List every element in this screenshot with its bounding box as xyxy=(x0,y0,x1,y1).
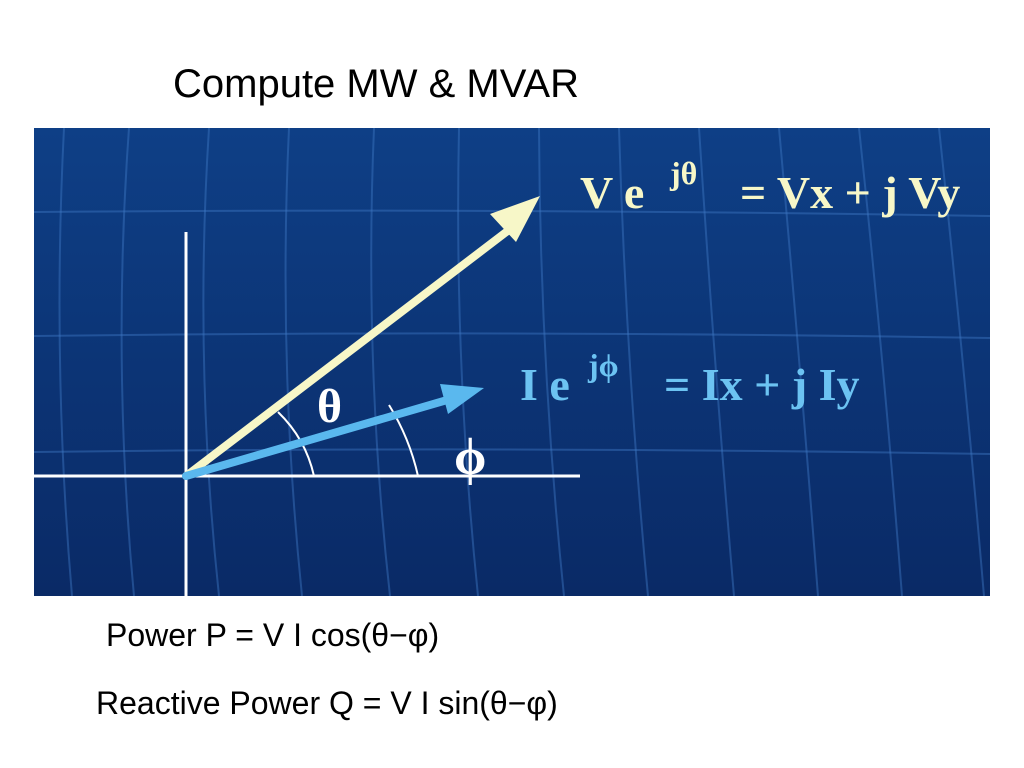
current-phasor-base: I e xyxy=(520,359,570,410)
current-phasor-arrow xyxy=(182,384,484,480)
power-formula: Power P = V I cos(θ−φ) xyxy=(106,617,440,653)
phasor-diagram: θ ϕ V e jθ = Vx + j Vy I e jϕ = Ix + j I… xyxy=(34,128,990,596)
current-phasor-exponent: jϕ xyxy=(587,347,619,383)
theta-label: θ xyxy=(317,380,342,433)
voltage-phasor-base: V e xyxy=(580,167,644,218)
reactive-power-formula: Reactive Power Q = V I sin(θ−φ) xyxy=(96,685,558,721)
voltage-phasor-arrow xyxy=(182,196,540,480)
current-phasor-equation: = Ix + j Iy xyxy=(664,359,860,410)
diagram-background xyxy=(34,128,990,596)
phi-angle-arc xyxy=(388,404,419,477)
voltage-phasor-equation: = Vx + j Vy xyxy=(740,167,960,218)
phasor-diagram-panel: θ ϕ V e jθ = Vx + j Vy I e jϕ = Ix + j I… xyxy=(34,128,990,596)
phi-label: ϕ xyxy=(454,429,486,486)
background-grid xyxy=(34,128,990,596)
voltage-phasor-exponent: jθ xyxy=(669,155,697,191)
slide-title: Compute MW & MVAR xyxy=(173,62,579,106)
